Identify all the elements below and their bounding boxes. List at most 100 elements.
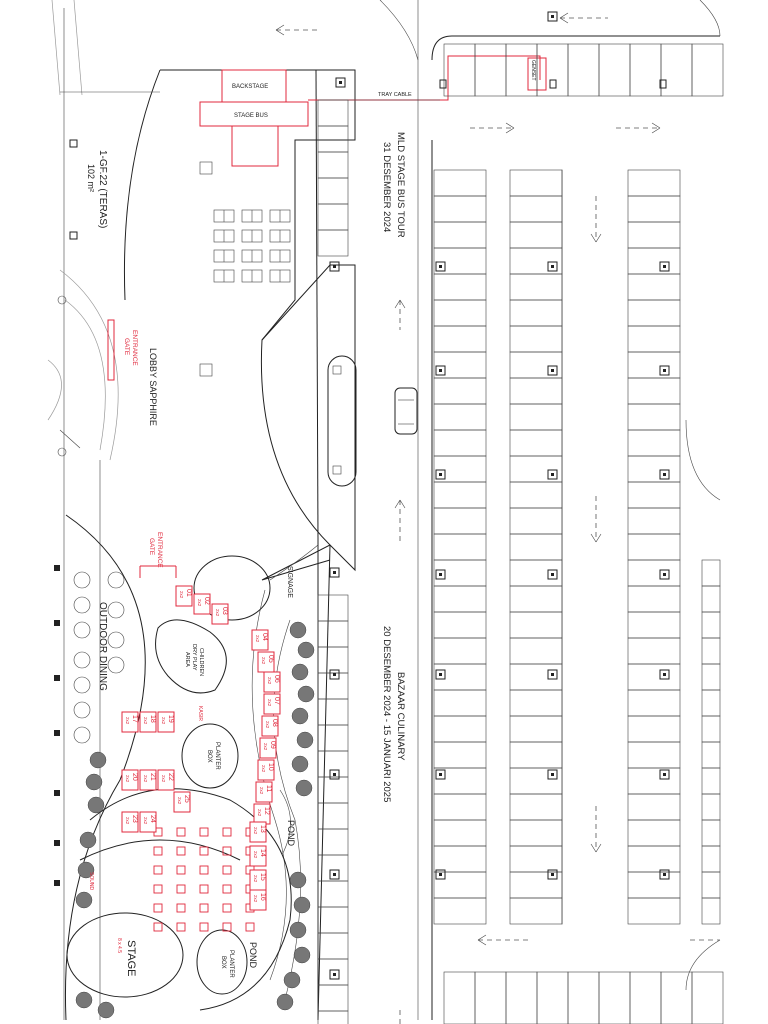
parking-stall	[509, 559, 563, 587]
parking-stall	[627, 273, 681, 301]
booth-number: 24	[149, 815, 156, 823]
dining-table	[222, 903, 232, 913]
parking-stalls	[317, 11, 724, 1024]
parking-stall	[474, 971, 507, 1024]
parking-stall	[433, 793, 487, 821]
parking-stall	[701, 871, 721, 899]
car-symbol	[394, 387, 418, 435]
label-lobby-sapphire: LOBBY SAPPHIRE	[148, 348, 158, 426]
parking-stall	[433, 195, 487, 223]
booth-size: 2x2	[143, 817, 148, 825]
parking-stall	[509, 169, 563, 197]
dining-table	[245, 922, 255, 932]
parking-stall	[627, 481, 681, 509]
booth-size: 2x2	[263, 743, 268, 751]
booth-number: 11	[265, 785, 272, 792]
parking-stall	[433, 689, 487, 717]
label-backstage: BACKSTAGE	[232, 84, 268, 90]
structural-column	[547, 669, 558, 680]
parking-stall	[317, 646, 349, 674]
parking-stall	[629, 43, 662, 97]
parking-stall	[317, 125, 349, 153]
booth-number: 01	[185, 589, 192, 597]
bollard	[549, 79, 557, 89]
parking-stall	[317, 620, 349, 648]
parking-stall	[701, 741, 721, 769]
parking-stall	[433, 273, 487, 301]
label-terrace-area: 102 m²	[86, 164, 96, 192]
parking-stall	[509, 455, 563, 483]
parking-stall	[627, 897, 681, 925]
parking-stall	[317, 880, 349, 908]
parking-stall	[509, 897, 563, 925]
structural-column	[435, 669, 446, 680]
parking-stall	[701, 897, 721, 925]
parking-stall	[317, 776, 349, 804]
parking-stall	[317, 594, 349, 622]
parking-stall	[509, 429, 563, 457]
structural-column	[659, 669, 670, 680]
booth-size: 2x2	[259, 787, 264, 795]
signage-planter	[193, 555, 271, 621]
food-court-tables	[153, 827, 255, 932]
booth-size: 2x2	[257, 809, 262, 817]
label-stage: STAGE	[125, 940, 137, 976]
parking-stall	[627, 455, 681, 483]
parking-stall	[627, 169, 681, 197]
structural-column	[335, 77, 346, 88]
dining-table	[153, 922, 163, 932]
structural-column	[329, 969, 340, 980]
dining-table	[199, 846, 209, 856]
parking-stall	[509, 611, 563, 639]
booth-size: 2x2	[265, 721, 270, 729]
parking-stall	[433, 247, 487, 275]
parking-stall	[509, 325, 563, 353]
label-planter-box-bot: PLANTER	[228, 950, 234, 978]
structural-column	[547, 569, 558, 580]
parking-stall	[317, 229, 349, 257]
trees	[75, 621, 315, 1019]
booth-number: 09	[269, 741, 276, 749]
parking-stall	[433, 767, 487, 795]
parking-stall	[317, 99, 349, 127]
parking-stall	[433, 169, 487, 197]
parking-stall	[627, 507, 681, 535]
structural-column	[435, 469, 446, 480]
parking-stall	[509, 273, 563, 301]
label-entrance-gate-2: ENTRANCE	[156, 532, 163, 568]
parking-stall	[509, 221, 563, 249]
parking-stall	[627, 221, 681, 249]
building-outline	[47, 0, 161, 1021]
booth-number: 25	[183, 795, 190, 803]
label-planter-box-mid-2: BOX	[206, 750, 212, 763]
parking-stall	[701, 767, 721, 795]
parking-stall	[317, 1010, 349, 1024]
parking-stall	[627, 741, 681, 769]
structural-column	[547, 769, 558, 780]
booth-number: 04	[261, 633, 268, 641]
planter-box-middle	[181, 723, 239, 789]
booth-size: 2x2	[143, 717, 148, 725]
label-entrance-gate-1: ENTRANCE	[131, 330, 138, 366]
parking-stall	[433, 351, 487, 379]
parking-stall	[317, 672, 349, 700]
parking-stall	[536, 971, 569, 1024]
parking-stall	[317, 698, 349, 726]
label-pond-1: POND	[286, 820, 296, 847]
booth-number: 23	[131, 815, 138, 823]
parking-stall	[474, 43, 507, 97]
